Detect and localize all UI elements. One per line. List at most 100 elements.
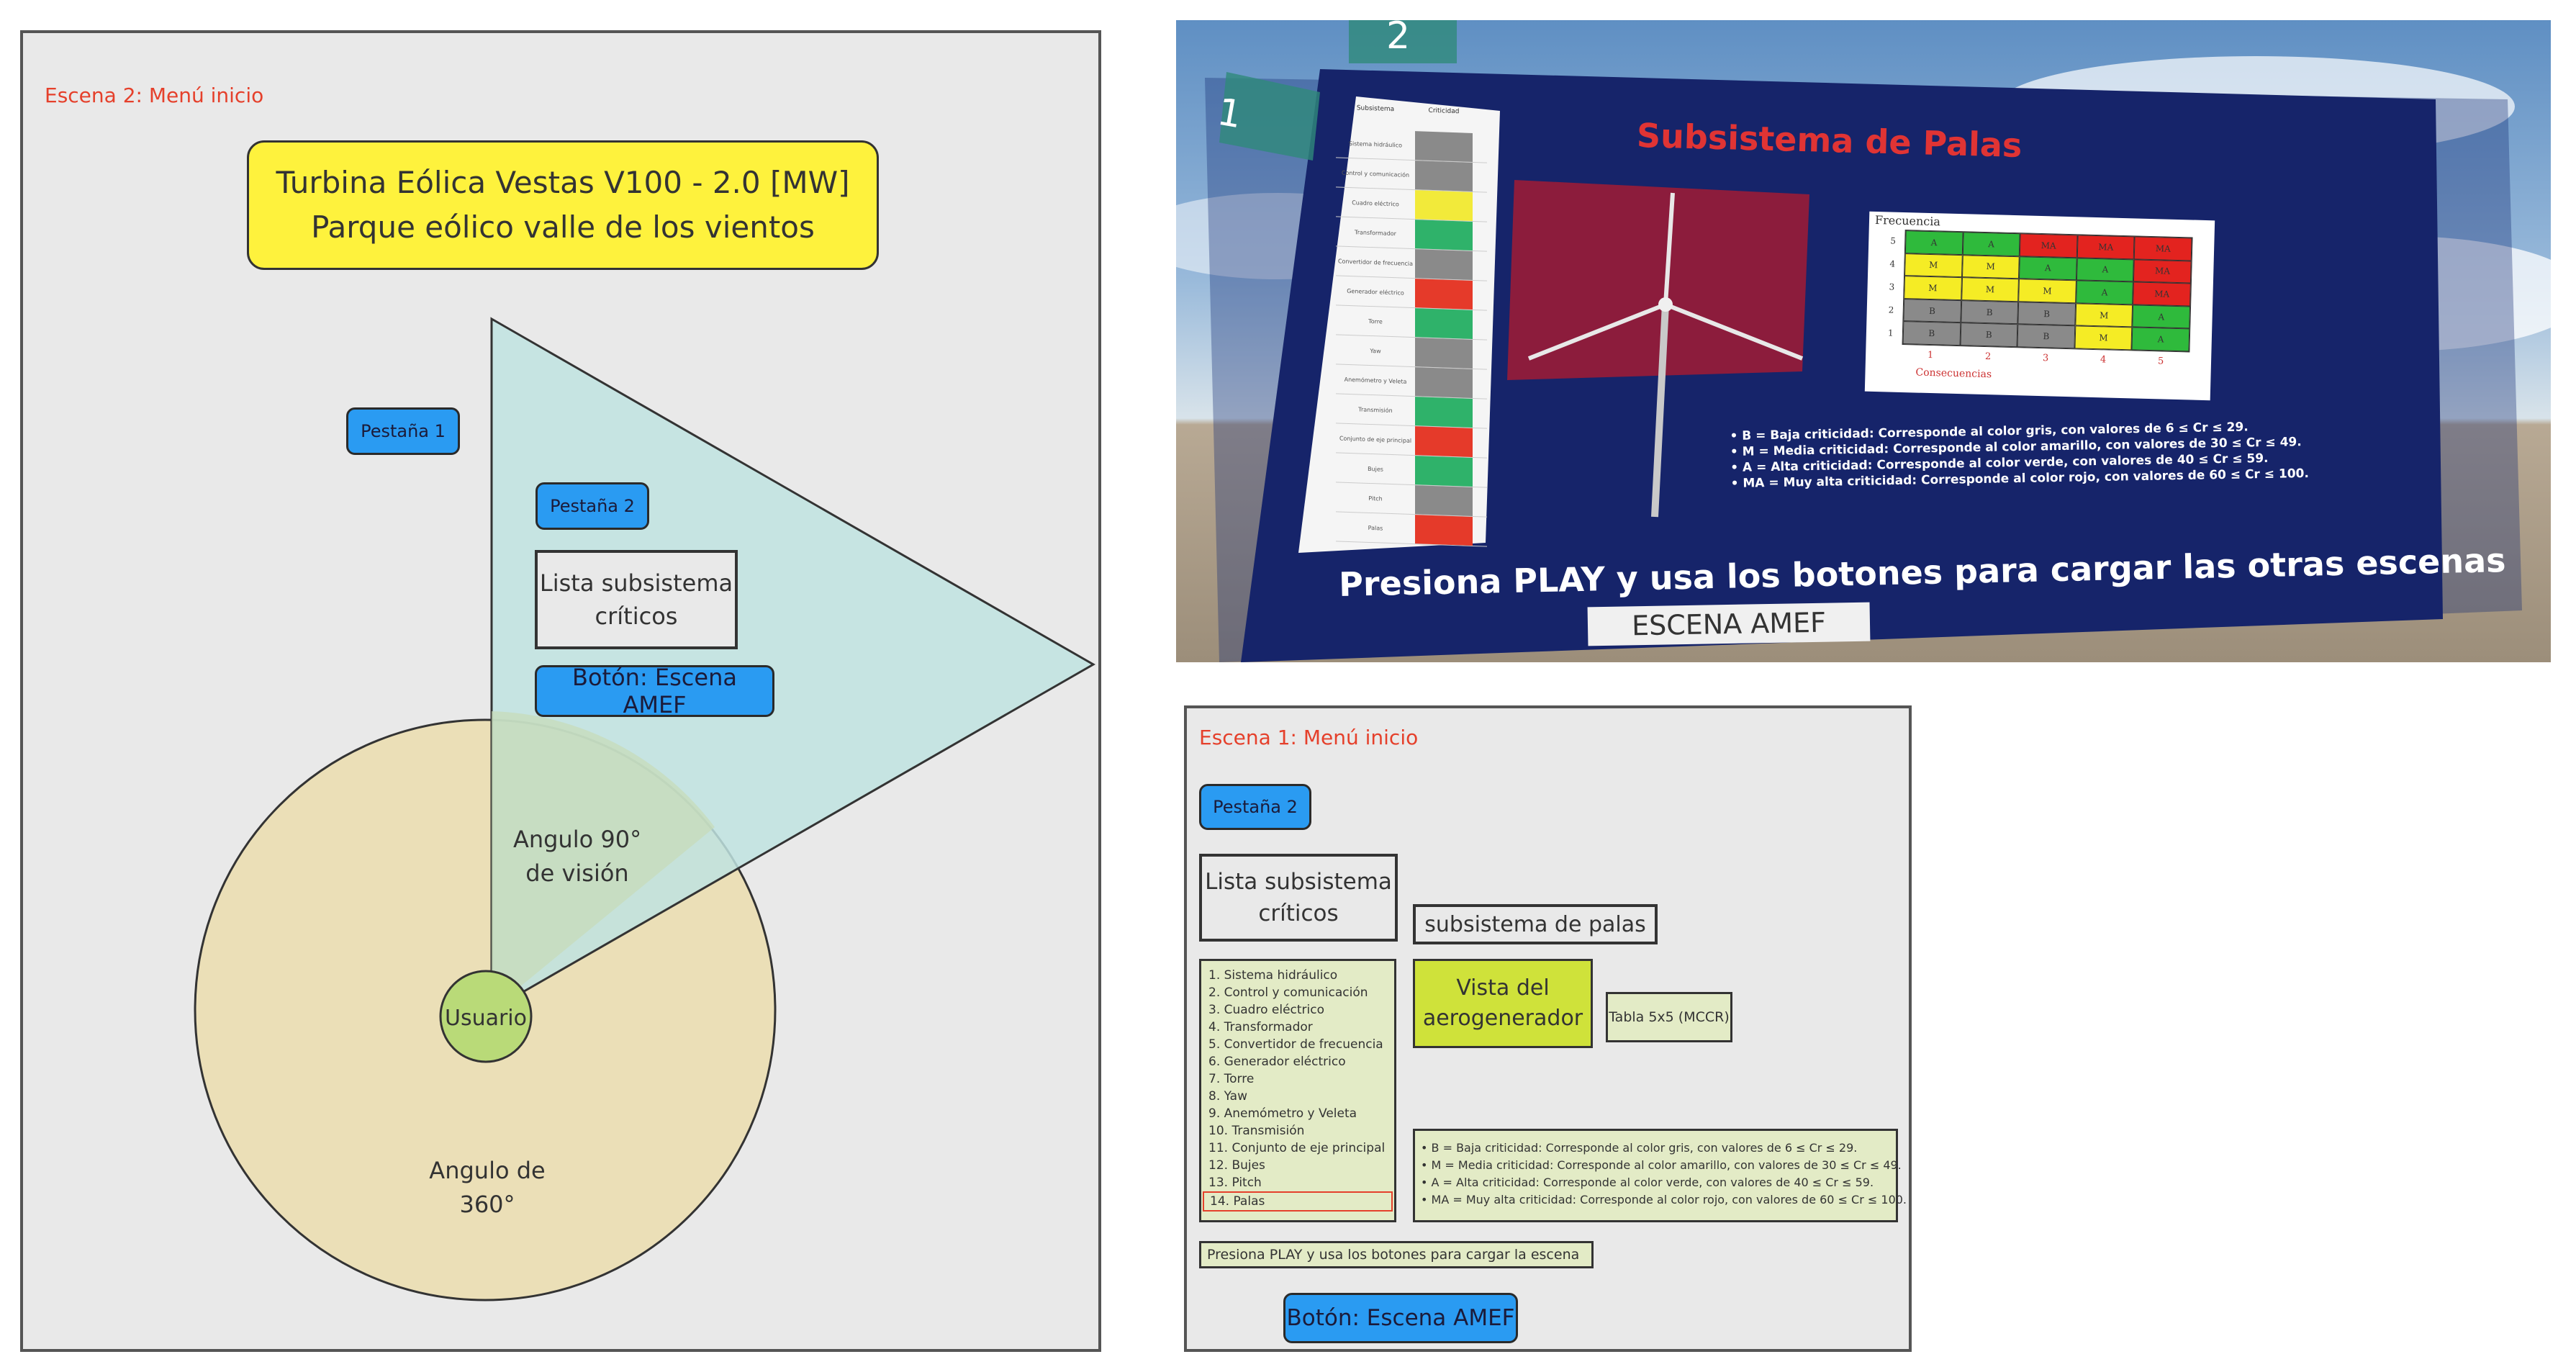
matrix-cell: M: [2074, 325, 2133, 351]
matrix-cell: MA: [2134, 236, 2192, 261]
matrix-cell: A: [1904, 230, 1963, 255]
subsystem-list-item: 5. Convertidor de frecuencia: [1208, 1037, 1383, 1052]
criticality-table-name: Transformador: [1355, 228, 1396, 237]
matrix-col-label: 4: [2100, 354, 2107, 366]
matrix-cell: A: [2132, 304, 2191, 329]
matrix-xlabel: Consecuencias: [1915, 366, 1992, 381]
matrix-cell: B: [1902, 321, 1961, 346]
criticality-table-row: Bujes: [1336, 453, 1487, 488]
criticality-table-cell: [1415, 190, 1473, 221]
criticality-table-cell: [1415, 131, 1473, 162]
matrix-title: Frecuencia: [1874, 212, 1941, 229]
subsystem-list-item: 10. Transmisión: [1208, 1124, 1305, 1138]
matrix-cell: MA: [2133, 281, 2191, 307]
vista-line2: aerogenerador: [1422, 1006, 1583, 1031]
matrix-cell: M: [1961, 277, 2020, 302]
subsystem-list-item: 2. Control y comunicación: [1208, 985, 1368, 1000]
criticality-table-name: Transmisión: [1358, 405, 1393, 414]
angle-360-label-2: 360°: [459, 1191, 515, 1218]
matrix-cell: MA: [2133, 259, 2192, 284]
subsystem-list-item: 7. Torre: [1208, 1072, 1255, 1086]
criticality-table-row: Convertidor de frecuencia: [1336, 246, 1487, 281]
subsystem-list-item: 12. Bujes: [1208, 1158, 1265, 1173]
criticality-table-name: Control y comunicación: [1341, 169, 1410, 179]
matrix-col-label: 1: [1927, 349, 1934, 361]
criticality-table-name: Conjunto de eje principal: [1339, 435, 1412, 444]
screen-amef-button[interactable]: ESCENA AMEF: [1587, 602, 1871, 646]
matrix-cell: A: [2075, 280, 2134, 305]
turbina-title-line2: Parque eólico valle de los vientos: [311, 209, 815, 245]
criticality-table-name: Anemómetro y Veleta: [1344, 376, 1407, 385]
lista-subsistema-box: Lista subsistema críticos: [535, 550, 738, 649]
criticality-table-name: Torre: [1368, 317, 1383, 325]
subsystem-list-item: 14. Palas: [1203, 1191, 1393, 1212]
matrix-freq-label: 1: [1887, 328, 1894, 338]
user-label: Usuario: [445, 1006, 527, 1031]
criticality-table-row: Generador eléctrico: [1336, 276, 1487, 311]
matrix-freq-label: 2: [1888, 304, 1894, 315]
criticality-table-cell: [1415, 367, 1473, 398]
matrix-col-label: 2: [1984, 351, 1992, 363]
screen-legend: • B = Baja criticidad: Corresponde al co…: [1730, 418, 2309, 492]
subsystem-list-item: 4. Transformador: [1208, 1020, 1313, 1034]
subsystem-list-item: 1. Sistema hidráulico: [1208, 968, 1338, 983]
criticality-table: Subsistema Criticidad Sistema hidráulico…: [1336, 104, 1487, 547]
criticality-table-cell: [1415, 397, 1473, 428]
criticality-table-name: Generador eléctrico: [1347, 287, 1404, 297]
screen-tab-2[interactable]: 2: [1386, 20, 1411, 58]
criticality-table-name: Cuadro eléctrico: [1352, 199, 1399, 207]
criticality-table-row: Control y comunicación: [1336, 158, 1487, 193]
table-header-right: Criticidad: [1428, 107, 1460, 116]
user-circle: [439, 970, 533, 1063]
criticality-table-cell: [1415, 485, 1473, 516]
criticality-table-name: Palas: [1368, 524, 1383, 532]
criticality-table-row: Pitch: [1336, 482, 1487, 518]
escena1-title: Escena 1: Menú inicio: [1199, 726, 1419, 749]
criticality-table-cell: [1415, 426, 1473, 457]
subsystem-list-item: 13. Pitch: [1208, 1176, 1262, 1190]
criticality-table-name: Convertidor de frecuencia: [1337, 257, 1414, 267]
tab-pestana-1[interactable]: Pestaña 1: [346, 407, 460, 455]
matrix-cell: M: [2075, 303, 2133, 328]
matrix-freq-label: 3: [1889, 281, 1895, 292]
tab-pestana-2-e1[interactable]: Pestaña 2: [1199, 784, 1311, 830]
lista-line1: Lista subsistema: [539, 569, 733, 597]
matrix-col-label: 3: [2042, 353, 2049, 364]
matrix-cell: B: [1960, 299, 2019, 325]
turbina-title-box: Turbina Eólica Vestas V100 - 2.0 [MW] Pa…: [247, 140, 879, 270]
criticidad-legend-item: • A = Alta criticidad: Corresponde al co…: [1421, 1176, 1874, 1189]
matrix-freq-label: 5: [1890, 235, 1897, 246]
criticality-table-cell: [1415, 456, 1473, 487]
matrix-cell: M: [2018, 279, 2076, 304]
matrix-cell: A: [1962, 232, 2020, 256]
criticality-table-cell: [1415, 220, 1473, 251]
angle-90-label-2: de visión: [525, 860, 628, 887]
escena-amef-button[interactable]: Botón: Escena AMEF: [535, 664, 774, 718]
lista-e1-line1: Lista subsistema: [1205, 869, 1392, 895]
tabla-mccr-box: Tabla 5x5 (MCCR): [1606, 992, 1732, 1042]
subsystem-list-item: 8. Yaw: [1208, 1089, 1247, 1104]
matrix-cell: M: [1904, 253, 1963, 278]
matrix-cell: B: [2017, 302, 2076, 326]
matrix-cell: MA: [2019, 233, 2078, 258]
scene-screenshot: 1 2 Subsistema Criticidad Sistema hidráu…: [1176, 20, 2551, 662]
table-header-left: Subsistema: [1356, 104, 1395, 114]
matrix-cell: A: [2019, 256, 2077, 281]
angle-90-label: Angulo 90°: [513, 826, 641, 853]
criticality-table-cell: [1415, 515, 1473, 546]
escena2-title: Escena 2: Menú inicio: [45, 84, 264, 107]
escena2-panel: Escena 2: Menú inicio Turbina Eólica Ves…: [20, 30, 1101, 1352]
scene-background: [1176, 20, 2551, 662]
escena1-panel: Escena 1: Menú inicio Pestaña 2 Lista su…: [1184, 705, 1912, 1352]
tab-pestana-2[interactable]: Pestaña 2: [535, 482, 649, 530]
matrix-cell: B: [1903, 298, 1961, 323]
escena-amef-button-e1[interactable]: Botón: Escena AMEF: [1283, 1293, 1518, 1343]
matrix-cell: M: [1961, 254, 2020, 279]
criticidad-legend-item: • MA = Muy alta criticidad: Corresponde …: [1421, 1193, 1907, 1206]
criticidad-legend-item: • B = Baja criticidad: Corresponde al co…: [1421, 1141, 1858, 1155]
matrix-freq-label: 4: [1889, 258, 1896, 269]
criticality-table-row: Anemómetro y Veleta: [1336, 364, 1487, 400]
subsystem-list-item: 3. Cuadro eléctrico: [1208, 1003, 1325, 1017]
